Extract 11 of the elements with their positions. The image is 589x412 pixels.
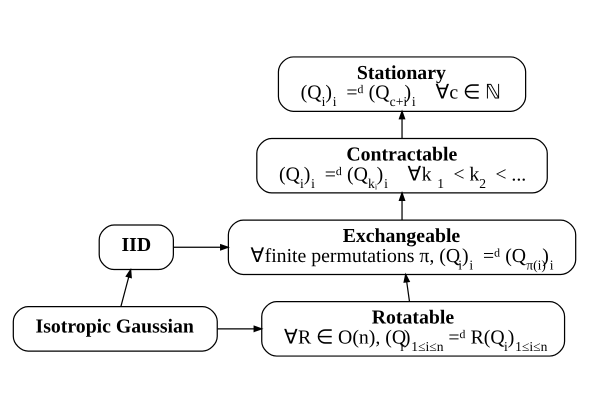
arrow (174, 243, 230, 250)
arrow (120, 267, 132, 306)
node-box: Stationary (Q$_{i}$)$_{i}$ =ᵈ (Q$_{c+i}$)$_{i}$ ∀c ∈ ℕ (278, 56, 526, 112)
node-box: Contractable (Q$_{i}$)$_{i}$ =ᵈ (Q$_{kᵢ}$)$_{i}$ ∀k$_{1}$ < k$_{2}$ < ... (256, 137, 548, 194)
node-box: IID (98, 224, 174, 270)
arrow (398, 190, 406, 220)
arrow (218, 324, 264, 332)
node-box: Isotropic Gaussian (12, 306, 218, 352)
arrow (403, 272, 410, 301)
node-box: Exchangeable ∀finite permutations π, (Q$_{i}$)$_{i}$ =ᵈ (Q$_{π(i)}$)$_{i}$ (228, 218, 576, 275)
arrow (398, 108, 406, 138)
